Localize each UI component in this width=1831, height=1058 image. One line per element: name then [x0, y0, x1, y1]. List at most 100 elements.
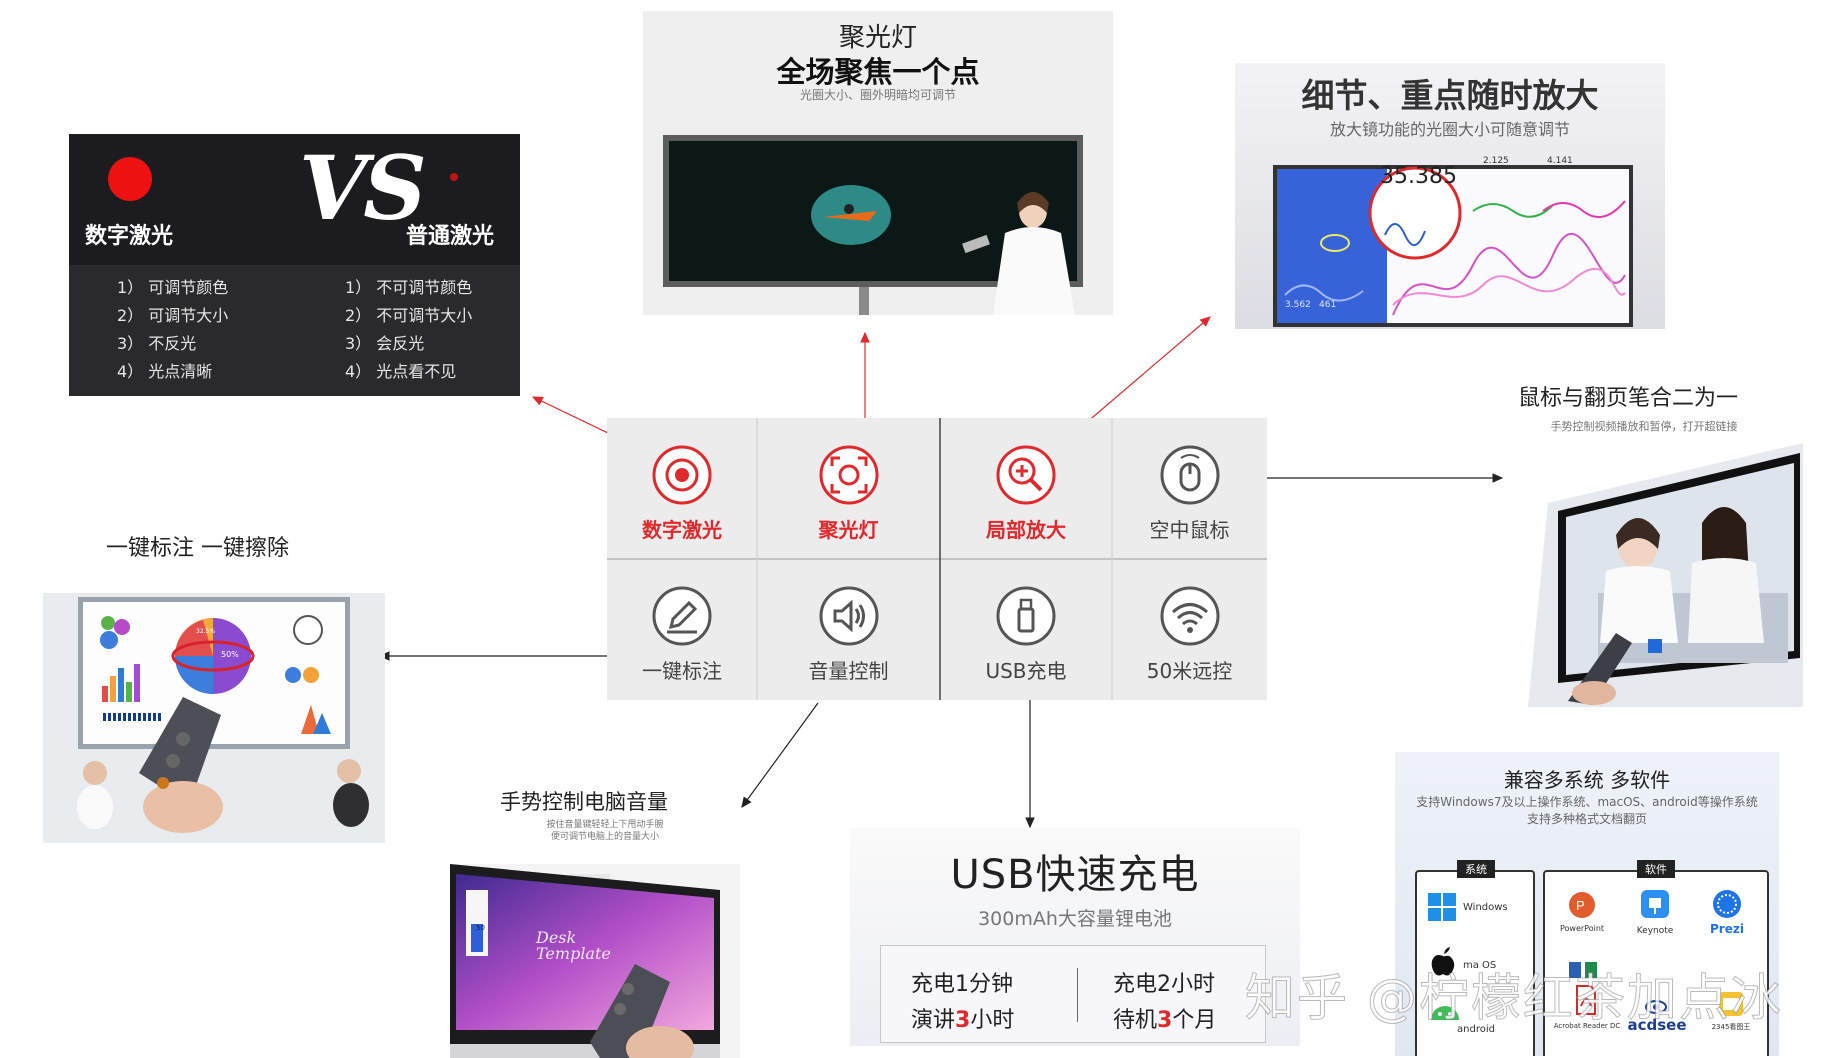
standby-3m-label: 待机3个月: [1113, 1008, 1217, 1033]
spec-divider: [1077, 968, 1078, 1022]
feature-local-zoom: 局部放大: [940, 418, 1112, 559]
target-icon: [652, 445, 712, 505]
software-tag: 软件: [1637, 860, 1675, 878]
speech-3h-label: 演讲3小时: [911, 1008, 1015, 1033]
system-column: 系统 Windows ma OS android: [1415, 860, 1535, 1056]
magnified-value: 35.385: [1380, 164, 1457, 189]
list-item: 1） 不可调节颜色: [345, 278, 473, 297]
magnify-subtitle: 放大镜功能的光圈大小可随意调节: [1329, 120, 1570, 139]
feature-one-key-annotate: 一键标注: [607, 559, 757, 700]
feature-label: 音量控制: [808, 659, 889, 683]
wifi-icon: [1160, 586, 1219, 646]
software-name: Prezi: [1710, 922, 1744, 936]
keynote-icon: [1641, 890, 1669, 918]
volume-level: 50: [476, 924, 485, 932]
digital-laser-title: 数字激光: [85, 224, 174, 249]
feature-usb-charging: USB充电: [940, 559, 1112, 700]
compat-title: 兼容多系统 多软件: [1503, 768, 1671, 792]
magnify-screen-illustration: [1273, 165, 1633, 327]
volume-subcaption-line-1: 按住音量键轻轻上下甩动手腕: [546, 820, 664, 830]
list-item: 2） 可调节大小: [117, 306, 229, 325]
vs-text: VS: [299, 136, 427, 240]
spotlight-panel: 聚光灯 全场聚焦一个点 光圈大小、圈外明暗均可调节: [643, 11, 1113, 315]
windows-icon: [1428, 893, 1456, 921]
red-dot-large-icon: [108, 157, 152, 201]
feature-label: 局部放大: [986, 518, 1066, 542]
feature-label: 50米远控: [1146, 659, 1233, 683]
watermark: 知乎 @柠檬红茶加点冰: [1245, 969, 1783, 1028]
feature-label: 空中鼠标: [1149, 518, 1230, 542]
pie-label: 50%: [221, 650, 239, 659]
system-name: android: [1457, 1024, 1495, 1035]
charge-2h-label: 充电2小时: [1113, 972, 1215, 997]
feature-label: 一键标注: [642, 659, 722, 683]
volume-monitor-photo: [450, 864, 740, 1058]
powerpoint-icon: P: [1569, 892, 1595, 918]
desk-template-text: Desk Template: [536, 928, 611, 963]
spotlight-subtitle: 光圈大小、圈外明暗均可调节: [799, 88, 956, 102]
stat-value: 3.562: [1285, 300, 1311, 310]
spotlight-headline: 全场聚焦一个点: [776, 55, 980, 89]
volume-caption: 手势控制电脑音量: [500, 790, 668, 814]
pie-label: 32.5%: [196, 628, 216, 635]
list-item: 1） 可调节颜色: [117, 278, 229, 297]
compat-subtitle: 支持Windows7及以上操作系统、macOS、android等操作系统 支持多…: [1405, 794, 1769, 828]
normal-laser-title: 普通激光: [405, 224, 494, 249]
magnify-panel: 细节、重点随时放大 放大镜功能的光圈大小可随意调节 35.385 2.125 4…: [1235, 63, 1665, 329]
stat-value: 2.125: [1483, 156, 1509, 166]
office-docs-icon: [1569, 962, 1597, 1015]
list-item: 4） 光点看不见: [345, 362, 457, 381]
volume-subcaption-line-2: 便可调节电脑上的音量大小: [550, 832, 659, 842]
charge-1min-label: 充电1分钟: [911, 972, 1013, 997]
left-feature-list: 1） 可调节颜色 2） 可调节大小 3） 不反光 4） 光点清晰: [117, 274, 228, 386]
spotlight-title: 聚光灯: [838, 23, 917, 53]
usb-charging-panel: USB快速充电 300mAh大容量锂电池 充电1分钟 演讲3小时 充电2小时 待…: [850, 828, 1300, 1046]
speaker-icon: [819, 586, 878, 646]
laser-comparison-header: [69, 134, 520, 265]
system-name: Windows: [1463, 902, 1508, 913]
system-tag: 系统: [1457, 860, 1495, 878]
system-name: ma OS: [1463, 960, 1497, 971]
laser-comparison-panel: VS 数字激光 普通激光 1） 可调节颜色 2） 可调节大小 3） 不反光 4）…: [69, 134, 520, 396]
list-item: 2） 不可调节大小: [345, 306, 473, 325]
list-item: 3） 会反光: [345, 334, 425, 353]
compat-subtitle-line: 支持Windows7及以上操作系统、macOS、android等操作系统: [1416, 795, 1758, 809]
right-feature-list: 1） 不可调节颜色 2） 不可调节大小 3） 会反光 4） 光点看不见: [345, 274, 472, 386]
list-item: 3） 不反光: [117, 334, 197, 353]
feature-label: 聚光灯: [818, 518, 879, 542]
software-name: 2345看图王: [1711, 1023, 1751, 1031]
mouse-icon: [1160, 445, 1219, 505]
feature-grid: 数字激光 聚光灯 局部放大 空中鼠标 一键标注 音量控制 USB充电 50米远控: [607, 418, 1267, 700]
list-item: 4） 光点清晰: [117, 362, 213, 381]
apple-icon: [1431, 947, 1455, 976]
mouse-subcaption: 手势控制视频播放和暂停，打开超链接: [1550, 420, 1738, 433]
grid-dividers: [607, 418, 1267, 700]
arrow-to-volume: [741, 702, 819, 808]
usb-icon: [996, 586, 1056, 646]
compatibility-panel: 兼容多系统 多软件 支持Windows7及以上操作系统、macOS、androi…: [1395, 752, 1779, 1056]
feature-air-mouse: 空中鼠标: [1112, 418, 1267, 559]
feature-spotlight: 聚光灯: [757, 418, 940, 559]
usb-headline: USB快速充电: [950, 852, 1200, 898]
svg-text:P: P: [1576, 898, 1585, 913]
2345-viewer-icon: [1719, 992, 1743, 1016]
magnify-headline: 细节、重点随时放大: [1301, 76, 1599, 115]
feature-label: 数字激光: [642, 518, 722, 542]
annotate-board-illustration: [43, 593, 385, 843]
usb-spec-box: 充电1分钟 演讲3小时 充电2小时 待机3个月: [880, 945, 1266, 1043]
prezi-icon: [1713, 890, 1741, 918]
red-dot-small-icon: [450, 173, 458, 181]
feature-50m-remote: 50米远控: [1112, 559, 1267, 700]
stat-value: 461: [1319, 300, 1337, 310]
spotlight-scene-illustration: [663, 135, 1083, 315]
feature-volume-control: 音量控制: [757, 559, 940, 700]
magnify-icon: [996, 445, 1056, 505]
software-name: PowerPoint: [1559, 924, 1605, 933]
software-name: Keynote: [1636, 926, 1674, 936]
mouse-caption: 鼠标与翻页笔合二为一: [1518, 386, 1739, 411]
usb-subtitle: 300mAh大容量锂电池: [978, 908, 1172, 930]
annotate-caption: 一键标注 一键擦除: [106, 536, 289, 561]
compat-subtitle-line: 支持多种格式文档翻页: [1526, 812, 1647, 826]
android-icon: [1431, 1006, 1459, 1020]
software-column: 软件 P PowerPoint Keynote Prezi Acrobat Re…: [1543, 860, 1769, 1056]
